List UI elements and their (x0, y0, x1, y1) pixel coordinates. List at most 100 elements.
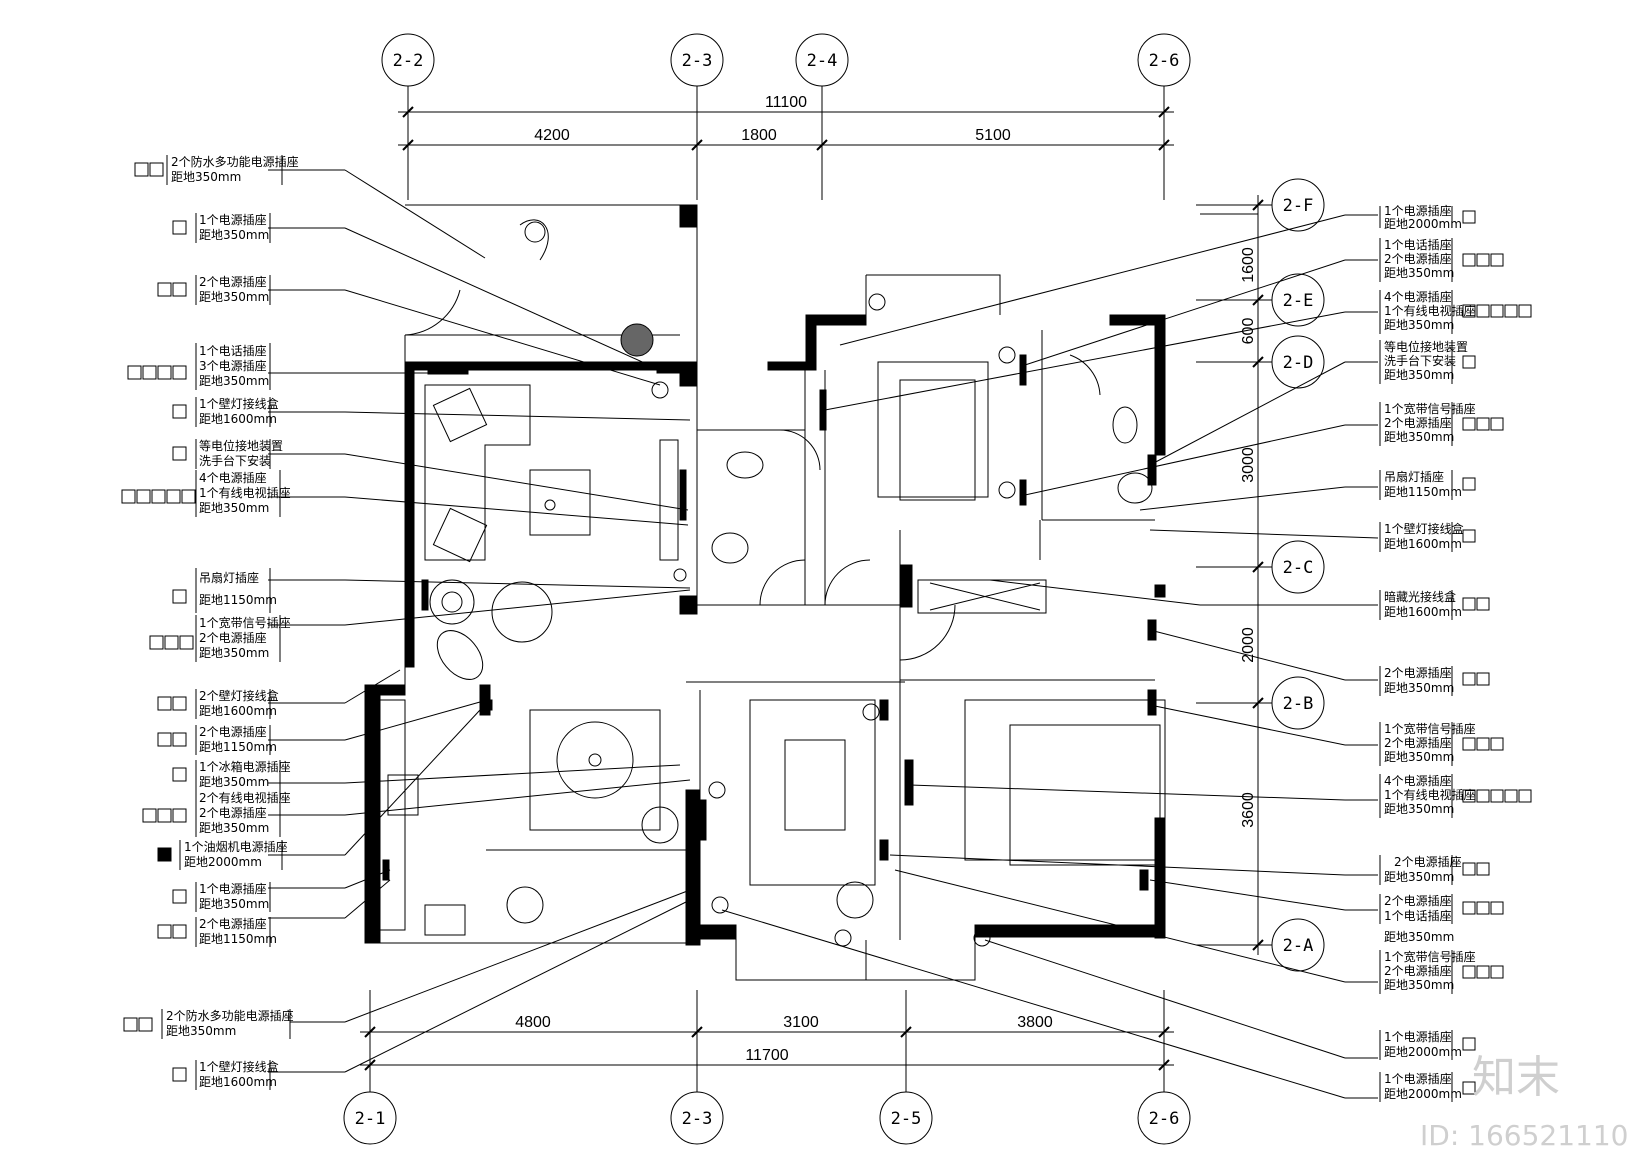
note-text: 距地350mm (199, 228, 269, 242)
note-text: 距地350mm (1384, 318, 1454, 332)
note-text: 距地350mm (199, 897, 269, 911)
note-text: 距地350mm (1384, 430, 1454, 444)
note-text: 1个电源插座 (1384, 203, 1452, 218)
right-dimensions: 1600 600 3000 2000 3600 (1200, 195, 1264, 955)
axis-bubble-right-2: 2-E (1196, 273, 1325, 327)
watermark-id: ID: 166521110 (1420, 1119, 1628, 1152)
axis-bubble-bottom-2: 2-3 (670, 990, 724, 1145)
axis-label: 2-4 (807, 51, 838, 71)
dimension: 5100 (975, 127, 1011, 144)
furniture (379, 219, 1166, 936)
note-text: 1个宽带信号插座 (1384, 721, 1476, 736)
note-text: 距地1150mm (199, 593, 277, 607)
axis-bubble-bottom-3: 2-5 (879, 990, 933, 1145)
note-text: 4个电源插座 (1384, 773, 1452, 788)
note-text: 2个电源插座 (1394, 854, 1462, 869)
axis-bubble-bottom-1: 2-1 (343, 990, 397, 1145)
note-text: 1个油烟机电源插座 (184, 839, 288, 854)
note-text: 距地350mm (1384, 930, 1454, 944)
note-text: 1个电话插座 (1384, 237, 1452, 252)
note-text: 1个冰箱电源插座 (199, 759, 291, 774)
note-text: 距地350mm (199, 290, 269, 304)
watermark: 知末 ID: 166521110 (1420, 1052, 1628, 1152)
note-text: 距地1600mm (199, 704, 277, 718)
note-text: 距地1150mm (199, 932, 277, 946)
note-text: 2个电源插座 (199, 274, 267, 289)
axis-label: 2-E (1283, 291, 1314, 311)
axis-bubble-right-4: 2-C (1196, 540, 1325, 594)
watermark-logo: 知末 (1472, 1052, 1560, 1103)
top-dimensions: 11100 4200 1800 5100 (398, 94, 1174, 151)
note-text: 2个防水多功能电源插座 (166, 1008, 294, 1023)
note-text: 距地1600mm (1384, 537, 1462, 551)
note-text: 距地350mm (1384, 750, 1454, 764)
axis-label: 2-3 (682, 1109, 713, 1129)
dimension: 4800 (515, 1014, 551, 1031)
dimension: 3100 (783, 1014, 819, 1031)
note-text: 2个有线电视插座 (199, 790, 291, 805)
note-text: 距地1150mm (1384, 485, 1462, 499)
note-text: 2个电源插座 (1384, 415, 1452, 430)
note-text: 1个壁灯接线盒 (199, 1059, 279, 1074)
note-text: 距地350mm (199, 821, 269, 835)
dimension: 4200 (534, 127, 570, 144)
note-text: 距地350mm (1384, 266, 1454, 280)
note-text: 距地1600mm (199, 412, 277, 426)
dimension: 1800 (741, 127, 777, 144)
axis-label: 2-6 (1149, 1109, 1180, 1129)
dimension: 3600 (1240, 792, 1257, 828)
note-text: 2个壁灯接线盒 (199, 688, 279, 703)
note-text: 距地350mm (1384, 870, 1454, 884)
note-text: 距地350mm (199, 775, 269, 789)
note-text: 1个壁灯接线盒 (1384, 521, 1464, 536)
axis-label: 2-C (1283, 558, 1314, 578)
note-text: 2个防水多功能电源插座 (171, 154, 299, 169)
note-text: 距地350mm (1384, 368, 1454, 382)
note-text: 距地350mm (1384, 978, 1454, 992)
note-text: 距地350mm (199, 646, 269, 660)
axis-label: 2-B (1283, 694, 1314, 714)
note-text: 1个有线电视插座 (1384, 303, 1476, 318)
dimension: 3800 (1017, 1014, 1053, 1031)
axis-label: 2-5 (891, 1109, 922, 1129)
note-text: 距地350mm (171, 170, 241, 184)
axis-bubble-top-3: 2-4 (795, 33, 849, 200)
note-text: 2个电源插座 (1384, 251, 1452, 266)
axis-bubble-top-4: 2-6 (1137, 33, 1191, 200)
note-text: 距地2000mm (1384, 1045, 1462, 1059)
note-text: 2个电源插座 (1384, 735, 1452, 750)
note-text: 1个有线电视插座 (199, 485, 291, 500)
note-text: 1个电话插座 (1384, 908, 1452, 923)
axis-label: 2-3 (682, 51, 713, 71)
axis-bubble-top-2: 2-3 (670, 33, 724, 200)
note-text: 4个电源插座 (1384, 289, 1452, 304)
note-text: 洗手台下安装 (1384, 353, 1456, 368)
note-text: 1个电源插座 (1384, 1071, 1452, 1086)
axis-label: 2-F (1283, 196, 1314, 216)
note-text: 2个电源插座 (199, 630, 267, 645)
note-text: 2个电源插座 (1384, 665, 1452, 680)
note-text: 距地350mm (199, 501, 269, 515)
dimension: 3000 (1240, 447, 1257, 483)
